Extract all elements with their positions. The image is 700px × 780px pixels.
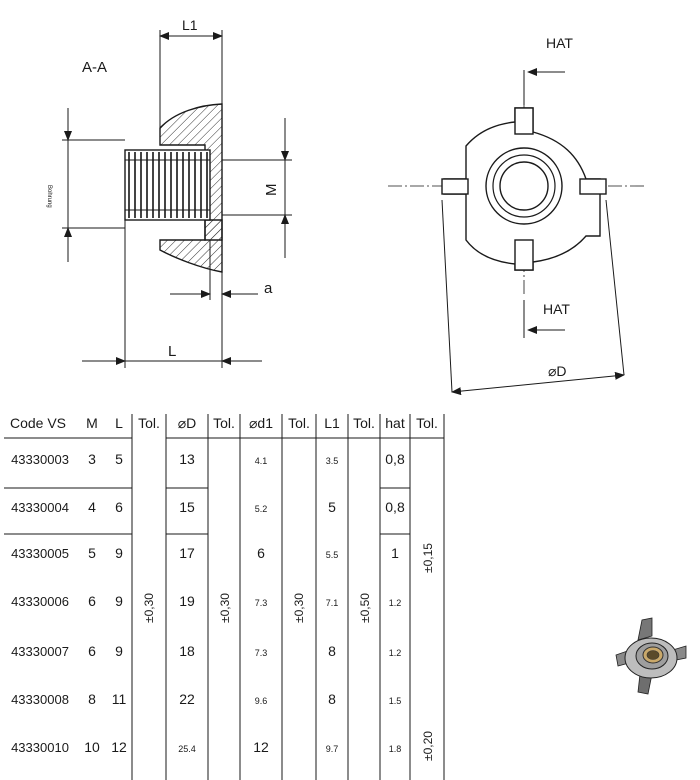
row-3-l1: 7.1: [326, 598, 339, 608]
row-2-hat: 1: [391, 545, 399, 561]
row-2-d1: 6: [257, 545, 265, 561]
table-header-8: L1: [324, 415, 340, 431]
row-1-d: 15: [179, 499, 195, 515]
table-header-2: L: [115, 415, 123, 431]
row-2-code: 43330005: [11, 546, 69, 561]
prong-left: [441, 178, 469, 195]
row-1-d1: 5.2: [255, 504, 268, 514]
row-6-l: 12: [111, 739, 127, 755]
row-2-m: 5: [88, 545, 96, 561]
dim-line-D: [451, 371, 625, 396]
row-6-l1: 9.7: [326, 744, 339, 754]
tol-last-a: ±0,15: [421, 543, 435, 573]
tol-hat: ±0,50: [358, 593, 372, 623]
row-0-l: 5: [115, 451, 123, 467]
dim-label-M: M: [263, 184, 280, 197]
row-5-d1: 9.6: [255, 696, 268, 706]
table-header-4: ⌀D: [178, 415, 197, 431]
row-1-hat: 0,8: [385, 499, 405, 515]
section-view: A-A Bohrung L1 M: [46, 17, 292, 368]
dim-label-D: ⌀D: [548, 363, 567, 379]
row-5-code: 43330008: [11, 692, 69, 707]
spec-table: Code VS M L Tol. ⌀D Tol. ⌀d1 Tol. L1 Tol. hat Tol. 4…: [4, 414, 445, 780]
table-header-3: Tol.: [138, 415, 160, 431]
hat-bottom-label: HAT: [543, 301, 570, 317]
barrel-mid-circle: [492, 154, 556, 218]
lower-flange: [159, 219, 223, 273]
row-5-m: 8: [88, 691, 96, 707]
tol-last-b: ±0,20: [421, 731, 435, 761]
row-6-d: 25.4: [178, 744, 196, 754]
thread-circle: [499, 161, 549, 211]
row-1-m: 4: [88, 499, 96, 515]
row-4-hat: 1.2: [389, 648, 402, 658]
prong-top: [514, 107, 534, 135]
row-1-l: 6: [115, 499, 123, 515]
thread-note: Bohrung: [46, 185, 52, 208]
row-0-l1: 3.5: [326, 456, 339, 466]
tol-d: ±0,30: [142, 593, 156, 623]
prong-bottom: [514, 239, 534, 271]
row-4-code: 43330007: [11, 644, 69, 659]
row-0-d1: 4.1: [255, 456, 268, 466]
row-5-l1: 8: [328, 691, 336, 707]
row-6-d1: 12: [253, 739, 269, 755]
table-header-6: ⌀d1: [249, 415, 273, 431]
row-3-code: 43330006: [11, 594, 69, 609]
row-5-d: 22: [179, 691, 195, 707]
prong-right: [579, 178, 607, 195]
tol-l1: ±0,30: [292, 593, 306, 623]
row-5-hat: 1.5: [389, 696, 402, 706]
row-0-m: 3: [88, 451, 96, 467]
row-3-d: 19: [179, 593, 195, 609]
table-header-0: Code VS: [10, 415, 66, 431]
isometric-view: [615, 617, 687, 695]
table-header-1: M: [86, 415, 98, 431]
row-3-l: 9: [115, 593, 123, 609]
row-1-l1: 5: [328, 499, 336, 515]
hat-top-label: HAT: [546, 35, 573, 51]
barrel-outer-circle: [485, 147, 563, 225]
technical-drawing: A-A Bohrung L1 M: [46, 17, 644, 396]
dim-label-L: L: [168, 343, 176, 360]
row-4-d: 18: [179, 643, 195, 659]
table-header-9: Tol.: [353, 415, 375, 431]
table-header-5: Tol.: [213, 415, 235, 431]
row-0-d: 13: [179, 451, 195, 467]
row-4-m: 6: [88, 643, 96, 659]
row-4-l: 9: [115, 643, 123, 659]
row-2-l: 9: [115, 545, 123, 561]
row-0-code: 43330003: [11, 452, 69, 467]
row-5-l: 11: [112, 691, 127, 707]
tol-d1: ±0,30: [218, 593, 232, 623]
row-3-m: 6: [88, 593, 96, 609]
front-view: HAT HAT ⌀D: [388, 35, 644, 396]
dim-label-a: a: [264, 280, 273, 297]
row-6-code: 43330010: [11, 740, 69, 755]
row-4-d1: 7.3: [255, 648, 268, 658]
row-6-m: 10: [84, 739, 100, 755]
row-4-l1: 8: [328, 643, 336, 659]
dim-label-L1: L1: [182, 17, 198, 33]
thread-lines: [127, 152, 208, 218]
row-3-hat: 1.2: [389, 598, 402, 608]
table-header-10: hat: [385, 415, 405, 431]
row-0-hat: 0,8: [385, 451, 405, 467]
iso-prong-top: [637, 617, 653, 641]
table-header-11: Tol.: [416, 415, 438, 431]
section-label: A-A: [82, 59, 107, 76]
row-3-d1: 7.3: [255, 598, 268, 608]
row-2-d: 17: [179, 545, 195, 561]
row-6-hat: 1.8: [389, 744, 402, 754]
table-header-7: Tol.: [288, 415, 310, 431]
row-1-code: 43330004: [11, 500, 69, 515]
row-2-l1: 5.5: [326, 550, 339, 560]
